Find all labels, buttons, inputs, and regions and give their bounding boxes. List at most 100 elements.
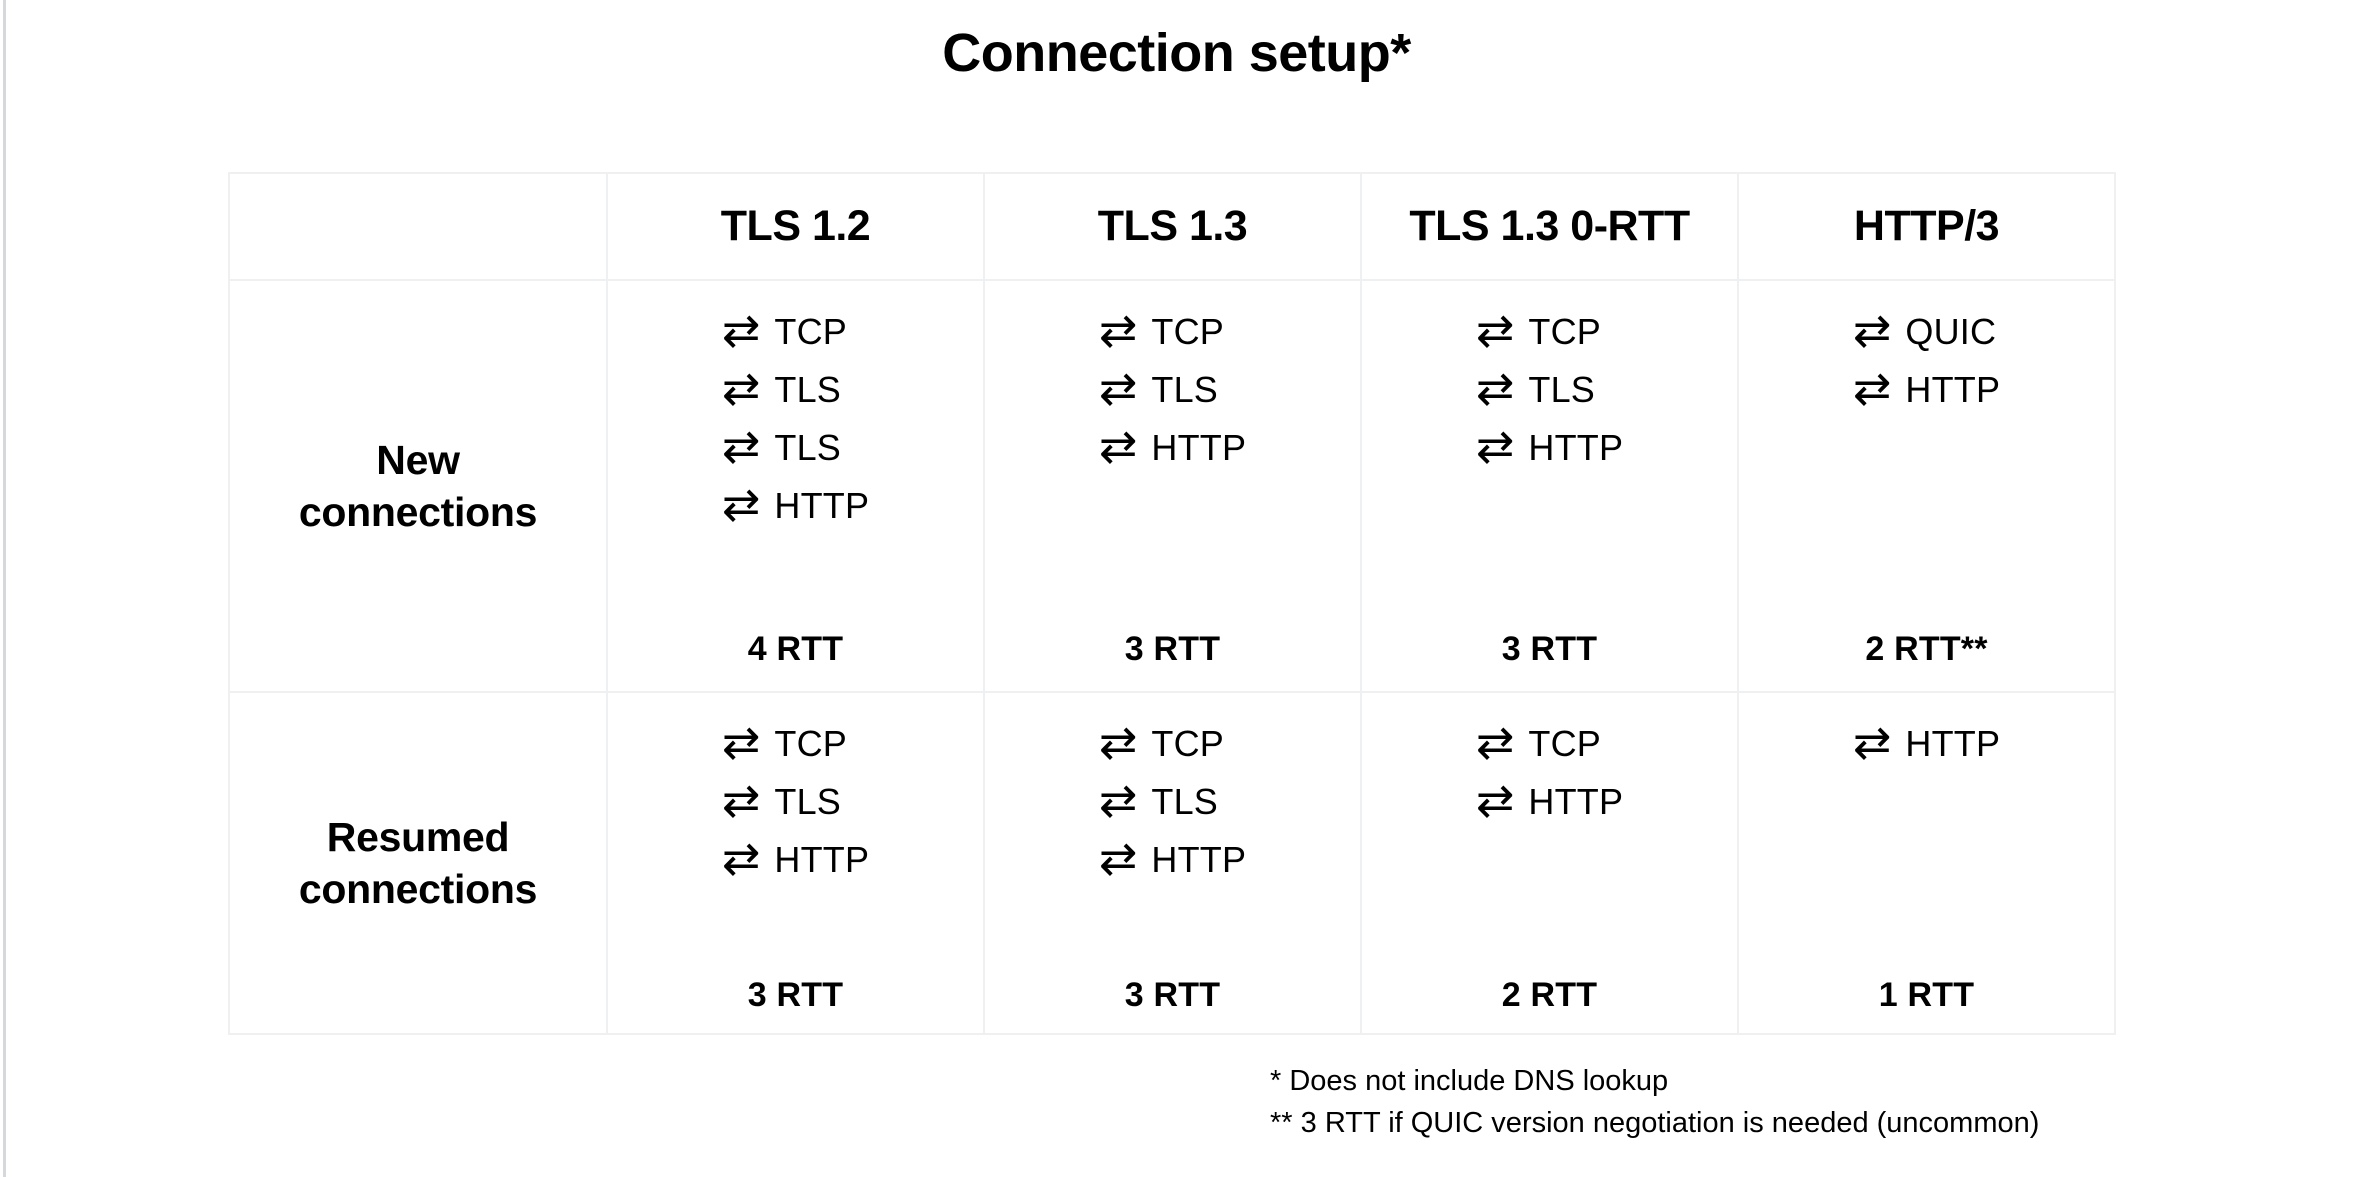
column-header-http3: HTTP/3: [1737, 172, 2116, 281]
table-header-row: TLS 1.2 TLS 1.3 TLS 1.3 0-RTT HTTP/3: [228, 172, 2116, 281]
roundtrip-arrow-icon: ⇄: [1475, 362, 1515, 414]
step-item: ⇄ TCP: [1098, 716, 1224, 768]
footnotes: * Does not include DNS lookup ** 3 RTT i…: [1270, 1060, 2039, 1144]
step-item: ⇄ HTTP: [1099, 835, 1247, 883]
step-label: TCP: [774, 311, 847, 352]
roundtrip-arrow-icon: ⇄: [1475, 716, 1515, 768]
cell-content: ⇄ TCP ⇄ HTTP 2 RTT: [1362, 693, 1737, 1033]
cell-resumed-tls12: ⇄ TCP ⇄ TLS ⇄ HTTP 3 RTT: [606, 691, 985, 1035]
step-label: TCP: [774, 723, 847, 764]
step-item: ⇄ TLS: [721, 774, 841, 826]
rtt-slot: 3 RTT: [1502, 630, 1597, 669]
step-label: HTTP: [774, 485, 870, 526]
cell-content: ⇄ TCP ⇄ TLS ⇄ HTTP 3 RTT: [985, 693, 1360, 1033]
cell-content: ⇄ TCP ⇄ TLS ⇄ HTTP 3 RTT: [608, 693, 983, 1033]
step-item: ⇄ HTTP: [721, 832, 870, 884]
step-label: TLS: [1151, 781, 1218, 822]
footnote-dns: * Does not include DNS lookup: [1270, 1065, 1669, 1097]
roundtrip-arrow-icon: ⇄: [721, 716, 761, 768]
rtt-total: 3 RTT: [747, 976, 844, 1014]
step-item: ⇄ HTTP: [721, 478, 870, 530]
rtt-total: 4 RTT: [747, 630, 844, 668]
rtt-slot: 3 RTT: [748, 976, 843, 1015]
table-corner-cell: [228, 172, 608, 281]
step-item: ⇄ TCP: [1475, 304, 1601, 356]
step-label: HTTP: [1151, 427, 1247, 468]
step-item: ⇄ HTTP: [1852, 716, 2000, 768]
step-label: TLS: [1151, 369, 1218, 410]
row-label-new-connections: New connections: [228, 279, 608, 693]
step-item: ⇄ HTTP: [1476, 423, 1624, 471]
step-label: QUIC: [1905, 311, 1997, 352]
connection-setup-table: TLS 1.2 TLS 1.3 TLS 1.3 0-RTT HTTP/3 New…: [228, 172, 2116, 1035]
row-label-line1: Resumed: [326, 813, 510, 860]
rtt-slot: 1 RTT: [1879, 976, 1974, 1015]
step-item: ⇄ TCP: [721, 716, 847, 768]
roundtrip-arrow-icon: ⇄: [1098, 420, 1138, 472]
cell-content: ⇄ TCP ⇄ TLS ⇄ HTTP 3 RTT: [1362, 281, 1737, 691]
roundtrip-arrow-icon: ⇄: [1475, 304, 1515, 356]
row-label-line2: connections: [298, 489, 538, 535]
cell-content: ⇄ TCP ⇄ TLS ⇄ HTTP 3 RTT: [985, 281, 1360, 691]
cell-new-http3: ⇄ QUIC ⇄ HTTP 2 RTT**: [1737, 279, 2116, 693]
column-header-tls13-0rtt: TLS 1.3 0-RTT: [1360, 172, 1739, 281]
table-row-resumed-connections: Resumed connections ⇄ TCP ⇄ TLS: [228, 691, 2116, 1035]
roundtrip-arrow-icon: ⇄: [1098, 362, 1138, 414]
roundtrip-arrow-icon: ⇄: [721, 478, 761, 530]
cell-resumed-http3: ⇄ HTTP 1 RTT: [1737, 691, 2116, 1035]
row-label-line1: New: [376, 436, 460, 483]
rtt-total: 1 RTT: [1878, 976, 1975, 1014]
rtt-slot: 4 RTT: [748, 630, 843, 669]
step-list: ⇄ TCP ⇄ TLS ⇄ HTTP: [721, 716, 870, 884]
cell-new-tls12: ⇄ TCP ⇄ TLS ⇄ TLS ⇄ HTTP: [606, 279, 985, 693]
roundtrip-arrow-icon: ⇄: [721, 832, 761, 884]
rtt-total: 3 RTT: [1124, 976, 1221, 1014]
step-item: ⇄ QUIC: [1852, 304, 1997, 356]
step-item: ⇄ TLS: [1098, 774, 1218, 826]
step-item: ⇄ HTTP: [1098, 420, 1247, 472]
cell-new-tls13: ⇄ TCP ⇄ TLS ⇄ HTTP 3 RTT: [983, 279, 1362, 693]
column-header-tls13: TLS 1.3: [983, 172, 1362, 281]
step-item: ⇄ TCP: [1098, 304, 1224, 356]
roundtrip-arrow-icon: ⇄: [1098, 304, 1138, 356]
roundtrip-arrow-icon: ⇄: [721, 774, 761, 826]
rtt-slot: 2 RTT**: [1865, 630, 1987, 669]
row-label-line2: connections: [298, 866, 538, 912]
roundtrip-arrow-icon: ⇄: [1852, 716, 1892, 768]
step-label: HTTP: [1905, 369, 2001, 410]
table-row-new-connections: New connections ⇄ TCP ⇄ TLS: [228, 279, 2116, 693]
roundtrip-arrow-icon: ⇄: [1475, 774, 1515, 826]
cell-resumed-tls13-0rtt: ⇄ TCP ⇄ HTTP 2 RTT: [1360, 691, 1739, 1035]
roundtrip-arrow-icon: ⇄: [721, 362, 761, 414]
step-label: HTTP: [1151, 839, 1247, 880]
roundtrip-arrow-icon: ⇄: [1852, 304, 1892, 356]
cell-resumed-tls13: ⇄ TCP ⇄ TLS ⇄ HTTP 3 RTT: [983, 691, 1362, 1035]
cell-new-tls13-0rtt: ⇄ TCP ⇄ TLS ⇄ HTTP 3 RTT: [1360, 279, 1739, 693]
column-header-tls12: TLS 1.2: [606, 172, 985, 281]
cell-content: ⇄ TCP ⇄ TLS ⇄ TLS ⇄ HTTP: [608, 281, 983, 691]
step-item: ⇄ TCP: [1475, 716, 1601, 768]
step-label: TLS: [774, 781, 841, 822]
cell-content: ⇄ HTTP 1 RTT: [1739, 693, 2114, 1033]
page-title: Connection setup*: [942, 23, 1411, 83]
step-list: ⇄ QUIC ⇄ HTTP: [1852, 304, 2001, 414]
roundtrip-arrow-icon: ⇄: [1852, 362, 1892, 414]
step-label: TCP: [1151, 311, 1224, 352]
roundtrip-arrow-icon: ⇄: [1098, 774, 1138, 826]
step-label: HTTP: [774, 839, 870, 880]
step-label: HTTP: [1528, 781, 1624, 822]
roundtrip-arrow-icon: ⇄: [1098, 716, 1138, 768]
slide-left-edge-rule: [3, 0, 6, 1177]
roundtrip-arrow-icon: ⇄: [721, 304, 761, 356]
step-list: ⇄ TCP ⇄ HTTP: [1475, 716, 1624, 826]
step-item: ⇄ HTTP: [1475, 774, 1624, 826]
rtt-slot: 3 RTT: [1125, 630, 1220, 669]
step-label: TLS: [774, 427, 841, 468]
step-list: ⇄ TCP ⇄ TLS ⇄ HTTP: [1098, 716, 1247, 883]
rtt-total: 2 RTT: [1501, 976, 1598, 1014]
rtt-total: 2 RTT**: [1865, 630, 1988, 668]
step-item: ⇄ TLS: [722, 423, 841, 471]
step-list: ⇄ HTTP: [1852, 716, 2000, 768]
rtt-total: 3 RTT: [1501, 630, 1598, 668]
step-label: HTTP: [1528, 427, 1624, 468]
